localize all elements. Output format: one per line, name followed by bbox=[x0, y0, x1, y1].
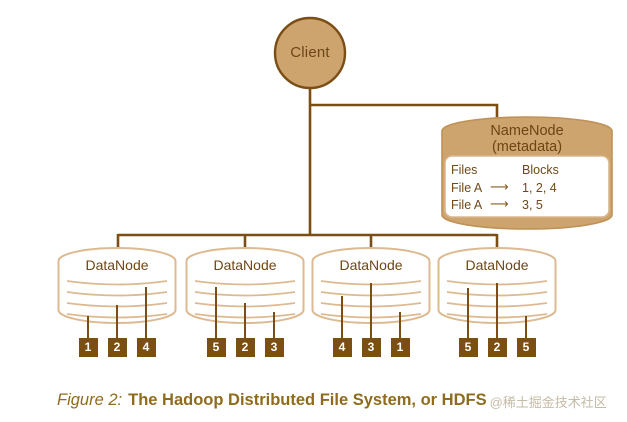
file-name: File A bbox=[451, 198, 483, 212]
metadata-row: File A ⟶ 3, 5 bbox=[451, 197, 609, 213]
block-badge: 5 bbox=[516, 338, 536, 357]
client-label: Client bbox=[290, 44, 330, 61]
datanode-cylinder-4 bbox=[437, 247, 557, 339]
blocks-column-header: Blocks bbox=[522, 163, 559, 177]
arrow-right-icon: ⟶ bbox=[490, 197, 509, 212]
block-badge: 1 bbox=[390, 338, 410, 357]
block-badge: 3 bbox=[361, 338, 381, 357]
files-column-header: Files bbox=[451, 163, 478, 177]
caption-prefix: Figure 2: bbox=[57, 391, 123, 409]
block-connector-lines bbox=[341, 283, 401, 339]
block-badge: 2 bbox=[235, 338, 255, 357]
block-badge: 4 bbox=[332, 338, 352, 357]
block-connector-lines bbox=[215, 287, 275, 339]
block-badge: 4 bbox=[136, 338, 156, 357]
metadata-row: File A ⟶ 1, 2, 4 bbox=[451, 180, 609, 196]
block-badge: 2 bbox=[107, 338, 127, 357]
namenode-title: NameNode bbox=[490, 123, 564, 139]
figure-caption: Figure 2: The Hadoop Distributed File Sys… bbox=[57, 390, 607, 411]
datanode-cylinder-3 bbox=[311, 247, 431, 339]
namenode-shape bbox=[441, 116, 613, 230]
block-badge: 2 bbox=[487, 338, 507, 357]
block-badge: 3 bbox=[264, 338, 284, 357]
datanode-cylinder-1 bbox=[57, 247, 177, 339]
disk-platters-icon bbox=[66, 280, 168, 319]
block-badge: 5 bbox=[458, 338, 478, 357]
block-badge: 5 bbox=[206, 338, 226, 357]
watermark: @稀土掘金技术社区 bbox=[489, 395, 607, 410]
client-node-shape bbox=[273, 16, 347, 90]
file-name: File A bbox=[451, 181, 483, 195]
arrow-right-icon: ⟶ bbox=[490, 180, 509, 195]
metadata-header-row: Files Blocks bbox=[451, 163, 609, 177]
namenode-subtitle: (metadata) bbox=[491, 139, 563, 155]
disk-platters-icon bbox=[194, 280, 296, 319]
block-connector-lines bbox=[87, 287, 147, 339]
block-list: 1, 2, 4 bbox=[522, 181, 557, 195]
block-list: 3, 5 bbox=[522, 198, 543, 212]
datanode-label-4: DataNode bbox=[465, 257, 529, 273]
connector-lines bbox=[116, 87, 499, 250]
datanode-cylinder-2 bbox=[185, 247, 305, 339]
block-badge: 1 bbox=[78, 338, 98, 357]
caption-text: The Hadoop Distributed File System, or H… bbox=[128, 391, 487, 409]
datanode-label-1: DataNode bbox=[85, 257, 149, 273]
block-connector-lines bbox=[467, 283, 527, 339]
datanode-label-2: DataNode bbox=[213, 257, 277, 273]
datanode-label-3: DataNode bbox=[339, 257, 403, 273]
